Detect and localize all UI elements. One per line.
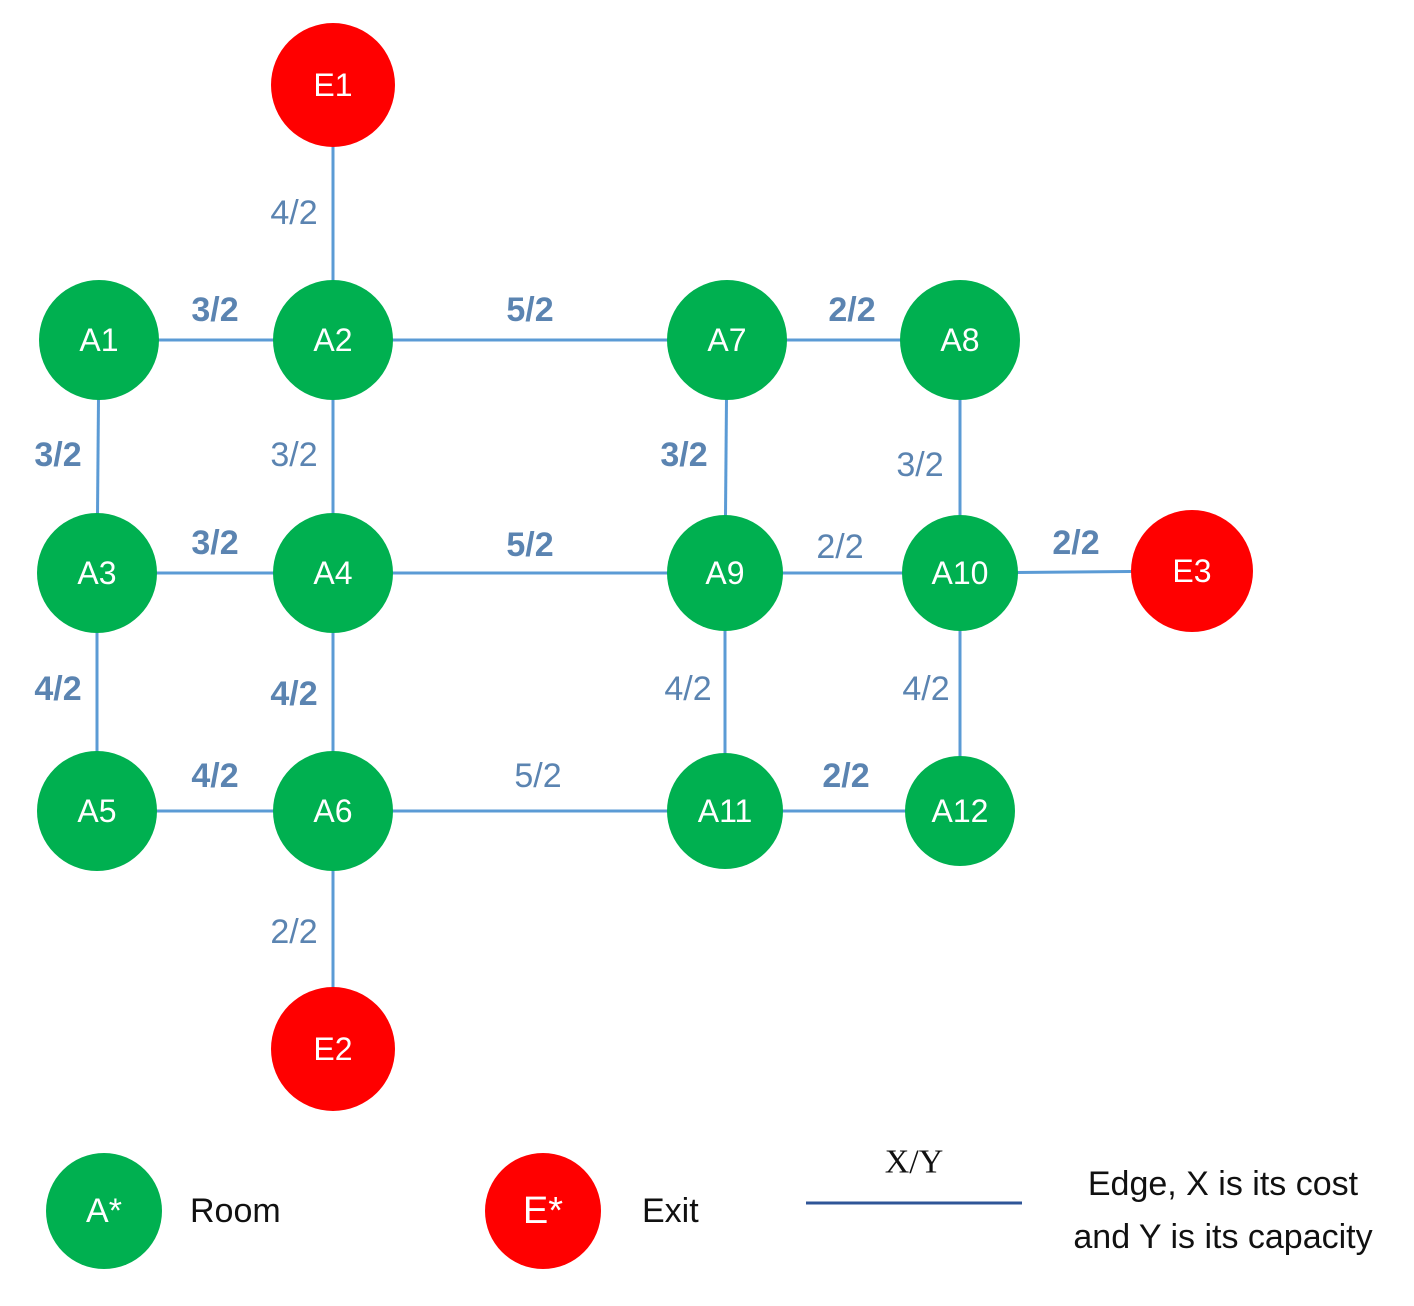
node-a12 bbox=[905, 756, 1015, 866]
node-label-a12: A12 bbox=[932, 793, 989, 829]
node-e2 bbox=[271, 987, 395, 1111]
node-label-a3: A3 bbox=[77, 555, 116, 591]
node-label-e3: E3 bbox=[1172, 553, 1211, 589]
node-a8 bbox=[900, 280, 1020, 400]
node-e1 bbox=[271, 23, 395, 147]
edge-label-a10-e3: 2/2 bbox=[1052, 524, 1099, 562]
legend-exit-symbol-text: E* bbox=[523, 1190, 563, 1232]
edge-label-a3-a5: 4/2 bbox=[34, 670, 81, 708]
node-label-a8: A8 bbox=[940, 322, 979, 358]
edge-label-a6-e2: 2/2 bbox=[270, 913, 317, 951]
node-a6 bbox=[273, 751, 393, 871]
edge-label-a3-a4: 3/2 bbox=[191, 524, 238, 562]
legend-exit-label: Exit bbox=[642, 1192, 699, 1230]
node-label-a6: A6 bbox=[313, 793, 352, 829]
legend-room-label: Room bbox=[190, 1192, 281, 1230]
node-label-a7: A7 bbox=[707, 322, 746, 358]
edge-label-a1-a2: 3/2 bbox=[191, 291, 238, 329]
edge-label-a10-a12: 4/2 bbox=[902, 670, 949, 708]
node-label-a2: A2 bbox=[313, 322, 352, 358]
node-e3 bbox=[1131, 510, 1253, 632]
node-label-a4: A4 bbox=[313, 555, 352, 591]
edge-label-a1-a3: 3/2 bbox=[34, 436, 81, 474]
node-label-a10: A10 bbox=[932, 555, 989, 591]
node-a5 bbox=[37, 751, 157, 871]
node-a3 bbox=[37, 513, 157, 633]
edge-label-a9-a10: 2/2 bbox=[816, 528, 863, 566]
edge-label-a7-a9: 3/2 bbox=[660, 436, 707, 474]
legend-exit-symbol bbox=[485, 1153, 601, 1269]
node-a10 bbox=[902, 515, 1018, 631]
edge-label-a11-a12: 2/2 bbox=[822, 757, 869, 795]
edge-label-a4-a9: 5/2 bbox=[506, 526, 553, 564]
edge-label-a2-a7: 5/2 bbox=[506, 291, 553, 329]
edge-label-a9-a11: 4/2 bbox=[664, 670, 711, 708]
node-a2 bbox=[273, 280, 393, 400]
node-a4 bbox=[273, 513, 393, 633]
node-label-a9: A9 bbox=[705, 555, 744, 591]
node-label-a5: A5 bbox=[77, 793, 116, 829]
legend-edge-description-line1: Edge, X is its cost bbox=[1088, 1165, 1359, 1203]
edge-label-a7-a8: 2/2 bbox=[828, 291, 875, 329]
node-label-a1: A1 bbox=[79, 322, 118, 358]
edge-label-e1-a2: 4/2 bbox=[270, 194, 317, 232]
node-label-e2: E2 bbox=[313, 1031, 352, 1067]
node-a9 bbox=[667, 515, 783, 631]
edge-label-a2-a4: 3/2 bbox=[270, 436, 317, 474]
node-a7 bbox=[667, 280, 787, 400]
legend-edge-description-line2: and Y is its capacity bbox=[1073, 1218, 1372, 1256]
legend: A* Room E* Exit X/Y Edge, X is its cost … bbox=[46, 1144, 1373, 1269]
legend-room-symbol bbox=[46, 1153, 162, 1269]
edge-label-a4-a6: 4/2 bbox=[270, 675, 317, 713]
edges-layer bbox=[95, 85, 1193, 1049]
legend-edge-symbol: X/Y bbox=[885, 1144, 944, 1181]
node-a11 bbox=[667, 753, 783, 869]
edge-label-a6-a11: 5/2 bbox=[514, 757, 561, 795]
node-a1 bbox=[39, 280, 159, 400]
edge-label-a5-a6: 4/2 bbox=[191, 757, 238, 795]
legend-room-symbol-text: A* bbox=[86, 1192, 122, 1230]
node-label-e1: E1 bbox=[313, 67, 352, 103]
edge-label-a8-a10: 3/2 bbox=[896, 446, 943, 484]
edge-labels-layer: 4/2 3/2 5/2 2/2 3/2 3/2 3/2 3/2 3/2 5/2 2/2 2/2 4/2 4… bbox=[34, 194, 1099, 951]
node-label-a11: A11 bbox=[698, 793, 753, 829]
